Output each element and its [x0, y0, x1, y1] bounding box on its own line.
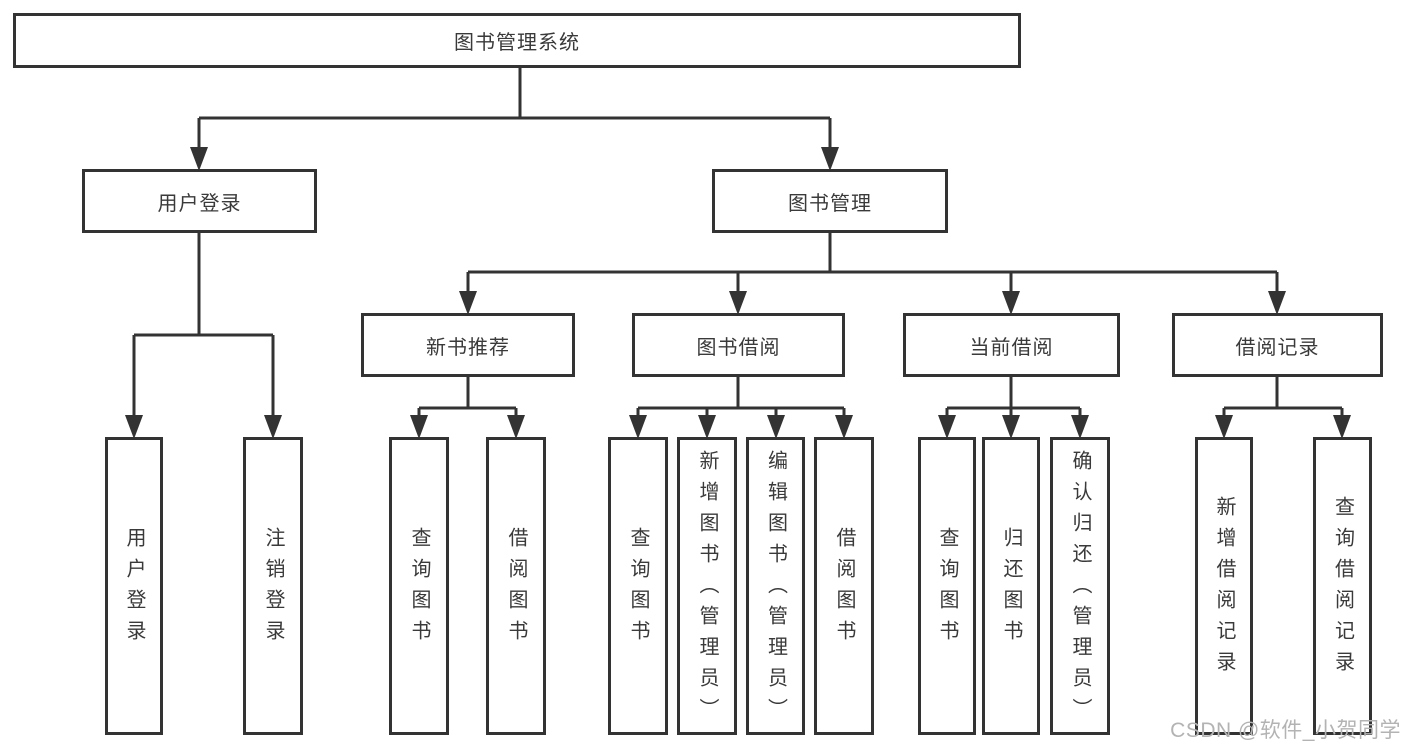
node-leaf-query-books-current: 查询图书: [918, 437, 976, 735]
node-leaf-query-books-borrowing: 查询图书: [608, 437, 668, 735]
node-leaf-edit-book-admin: 编辑图书（管理员）: [746, 437, 805, 735]
node-leaf-query-books-recommend: 查询图书: [389, 437, 449, 735]
node-library-management-system: 图书管理系统: [13, 13, 1021, 68]
node-leaf-return-book: 归还图书: [982, 437, 1040, 735]
node-new-book-recommend: 新书推荐: [361, 313, 575, 377]
node-book-borrowing: 图书借阅: [632, 313, 845, 377]
node-leaf-logout: 注销登录: [243, 437, 303, 735]
node-leaf-user-login: 用户登录: [105, 437, 163, 735]
node-leaf-add-book-admin: 新增图书（管理员）: [677, 437, 737, 735]
node-leaf-borrow-books-recommend: 借阅图书: [486, 437, 546, 735]
node-book-management: 图书管理: [712, 169, 948, 233]
node-leaf-confirm-return-admin: 确认归还（管理员）: [1050, 437, 1110, 735]
node-borrowing-records: 借阅记录: [1172, 313, 1383, 377]
node-current-borrowing: 当前借阅: [903, 313, 1120, 377]
node-user-login: 用户登录: [82, 169, 317, 233]
node-leaf-query-borrow-record: 查询借阅记录: [1313, 437, 1372, 735]
csdn-watermark: CSDN @软件_小贺同学: [1170, 719, 1401, 742]
node-leaf-add-borrow-record: 新增借阅记录: [1195, 437, 1253, 735]
node-leaf-borrow-books: 借阅图书: [814, 437, 874, 735]
